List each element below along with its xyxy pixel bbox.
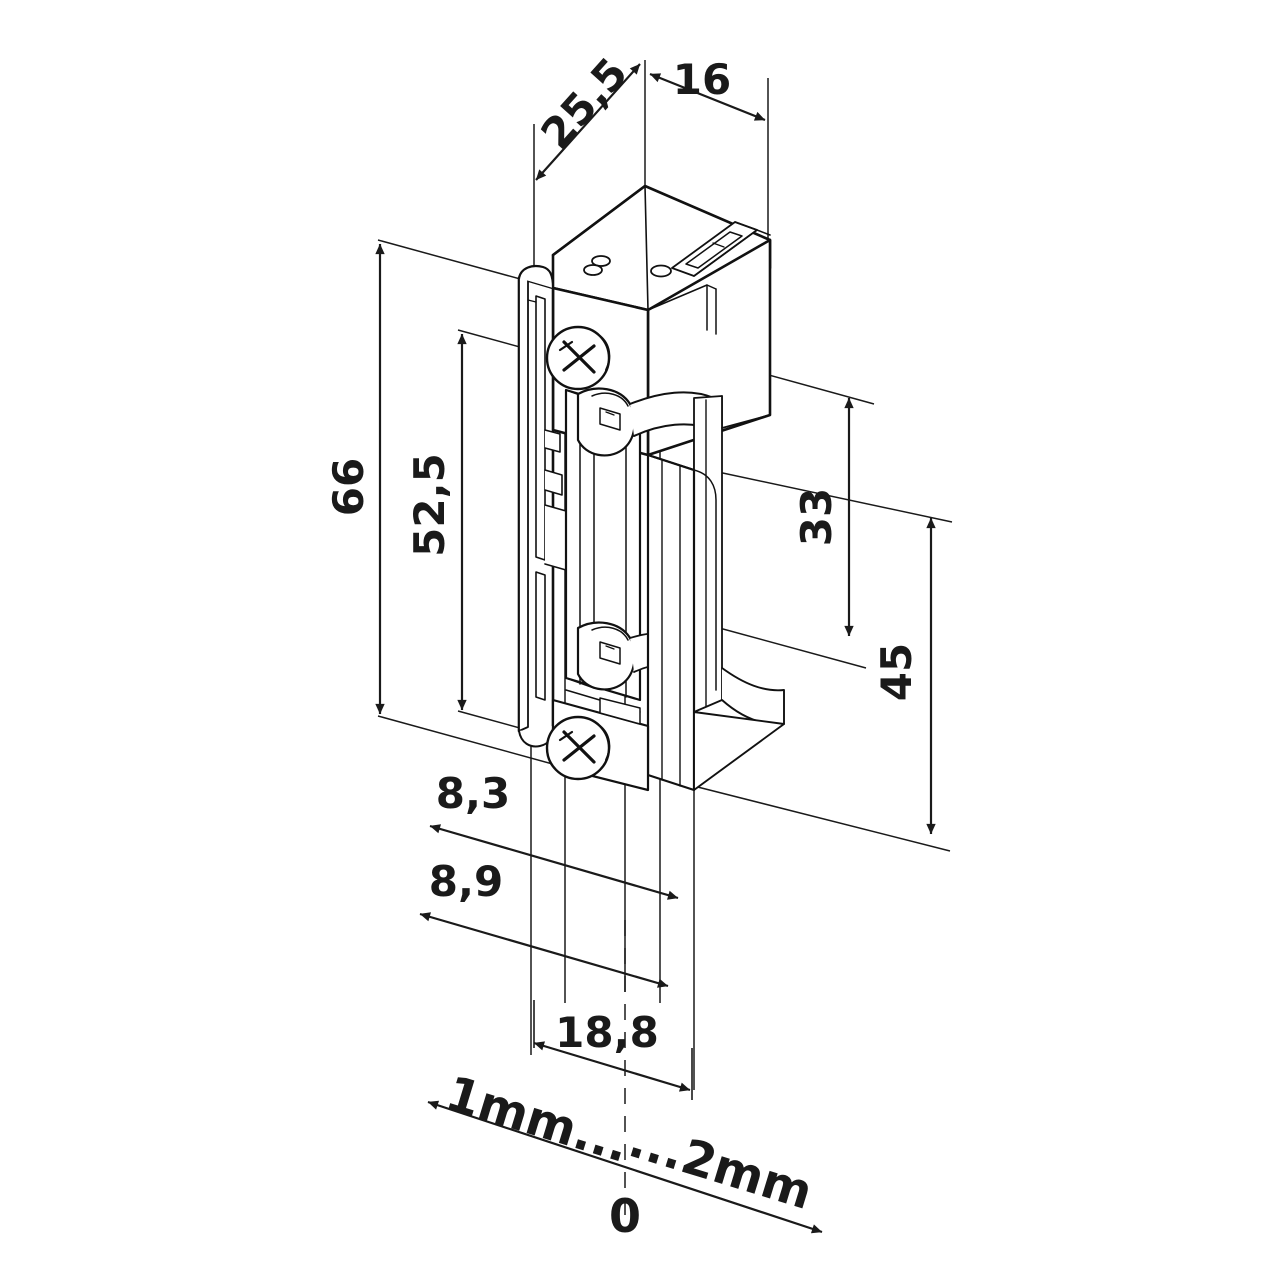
dimension-lines — [375, 63, 936, 1234]
phillips-screw-icon — [545, 325, 611, 391]
dimline-depth-total — [535, 63, 641, 181]
label-faceplate-width: 16 — [673, 55, 731, 104]
phillips-screw-icon — [545, 715, 611, 781]
label-zero: 0 — [609, 1189, 641, 1243]
label-offset-a: 8,3 — [436, 769, 510, 818]
dimline-offset-b — [419, 912, 669, 988]
label-depth-total: 25,5 — [531, 48, 637, 158]
label-height-body: 52,5 — [405, 453, 454, 557]
dimline-faceplate-width — [649, 72, 766, 122]
dimline-faceplate-offset — [533, 1041, 691, 1092]
product-body — [517, 184, 785, 792]
dimline-gap-range — [427, 1100, 823, 1234]
label-gap-max: ...2mm — [623, 1112, 819, 1221]
label-offset-b: 8,9 — [429, 857, 503, 906]
label-height-upper-latch: 33 — [792, 488, 841, 546]
label-gap-min: 1mm... — [440, 1065, 636, 1174]
dimline-offset-a — [429, 824, 679, 900]
gap-range-note: 1mm... ...2mm 0 — [440, 1065, 819, 1243]
label-height-total: 66 — [324, 458, 373, 516]
label-height-lower: 45 — [872, 643, 921, 701]
label-faceplate-offset: 18,8 — [555, 1008, 659, 1057]
